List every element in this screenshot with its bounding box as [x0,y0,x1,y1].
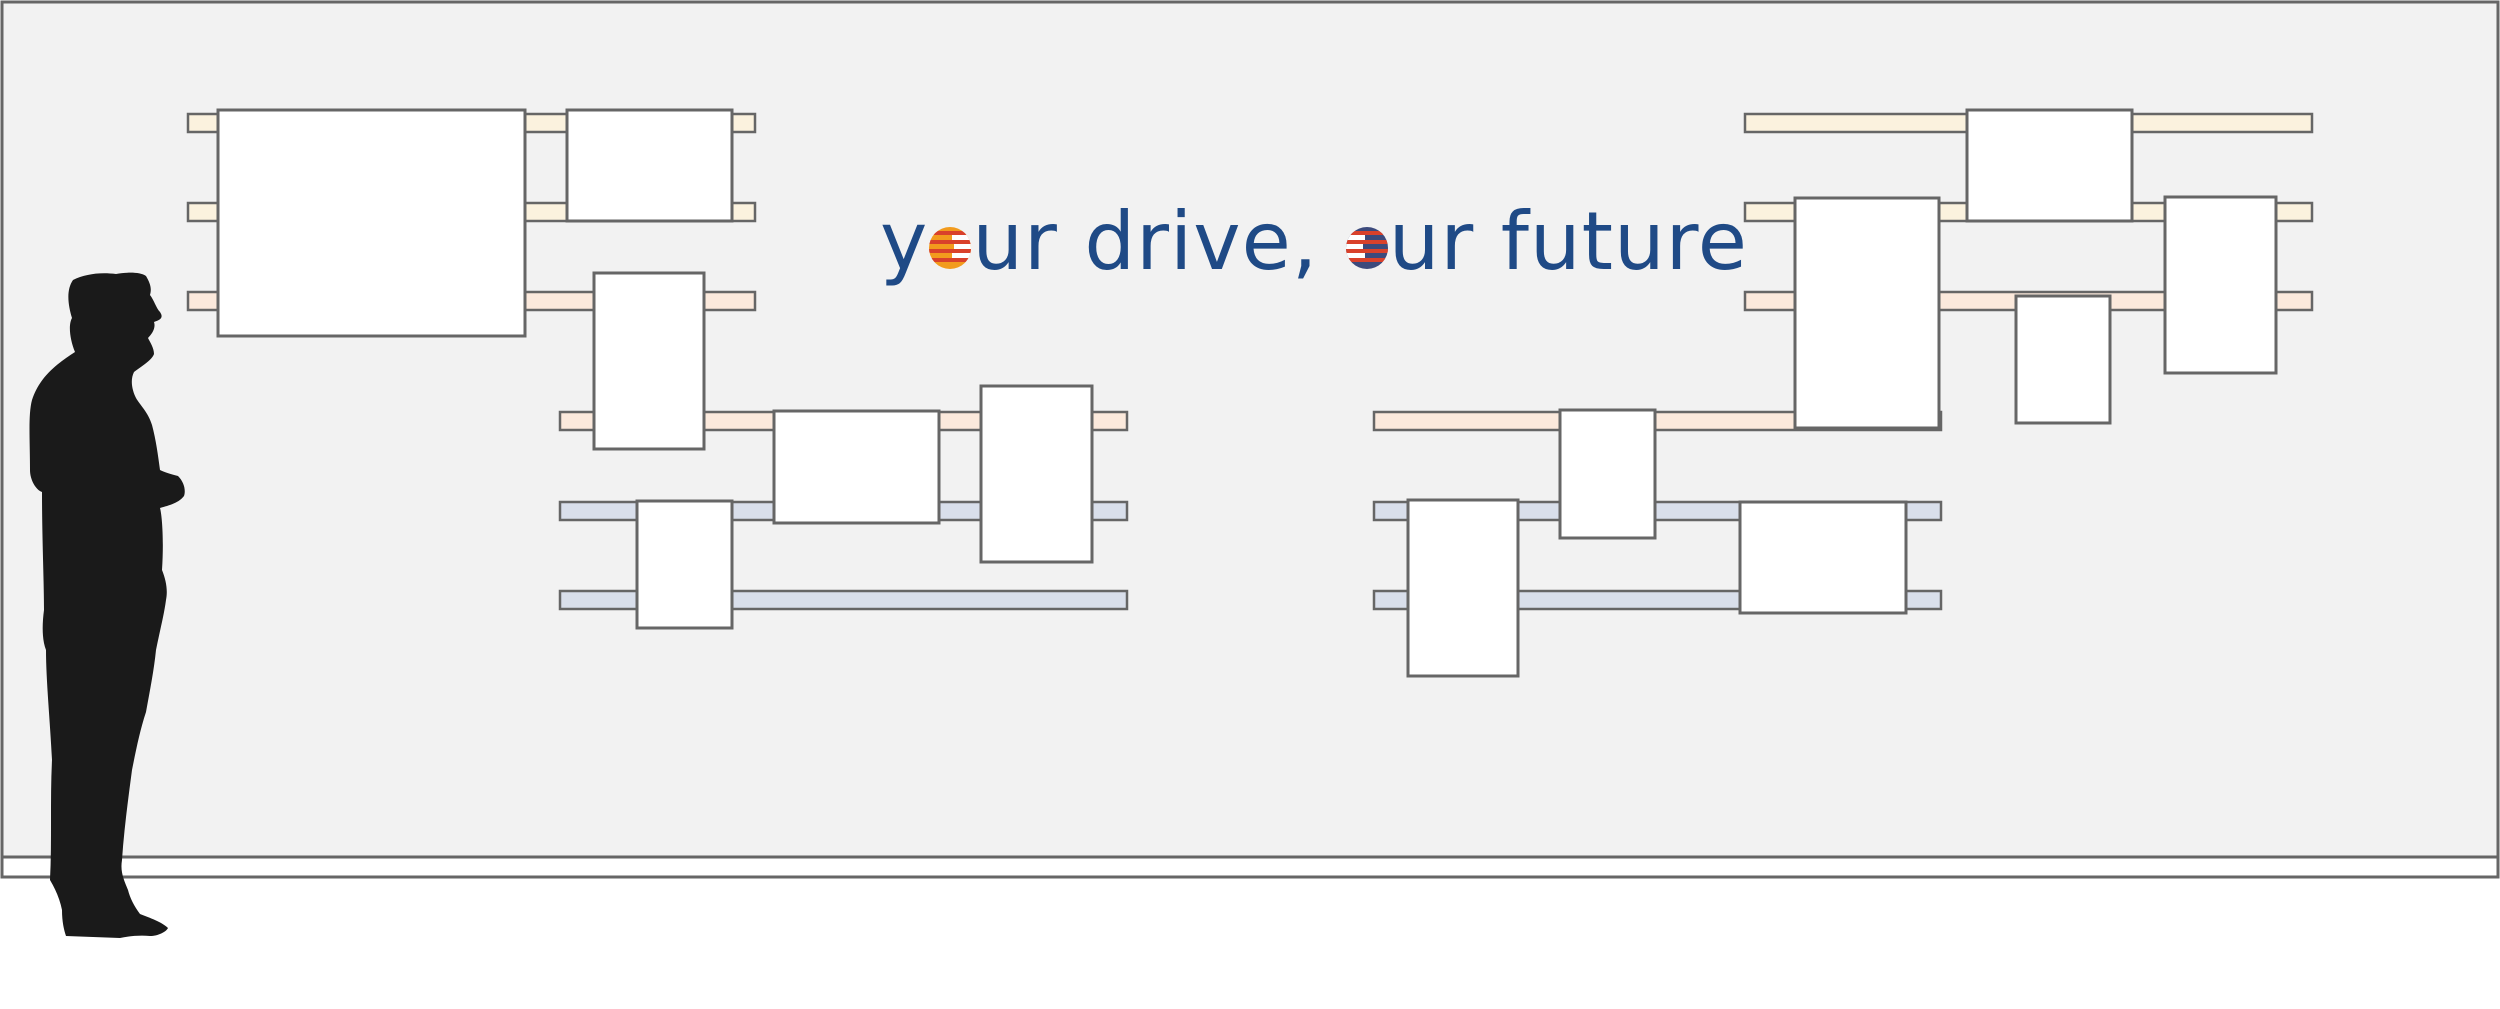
frame-8 [1406,498,1520,678]
slogan-part-2: ur drive, [972,195,1319,288]
frame-11 [1793,196,1941,430]
slogan-space [1318,192,1344,292]
frame-5 [979,384,1094,564]
frame-4 [772,409,941,525]
frame-3 [592,271,706,451]
slogan: y ur drive, [880,192,1748,292]
slogan-part-3: ur future [1388,195,1749,288]
frame-9 [1738,500,1908,615]
frame-12 [2014,294,2112,425]
slogan-part-1: y [880,195,929,288]
frame-7 [1558,408,1657,540]
frame-13 [2163,195,2278,375]
navy-red-striped-circle-icon [1345,192,1389,292]
person-silhouette-icon [29,272,185,938]
frame-1 [216,108,527,338]
floor-skirting [0,855,2500,879]
frame-6 [635,499,734,630]
frame-10 [1965,108,2134,223]
orange-striped-circle-icon [928,192,972,292]
frame-2 [565,108,734,223]
